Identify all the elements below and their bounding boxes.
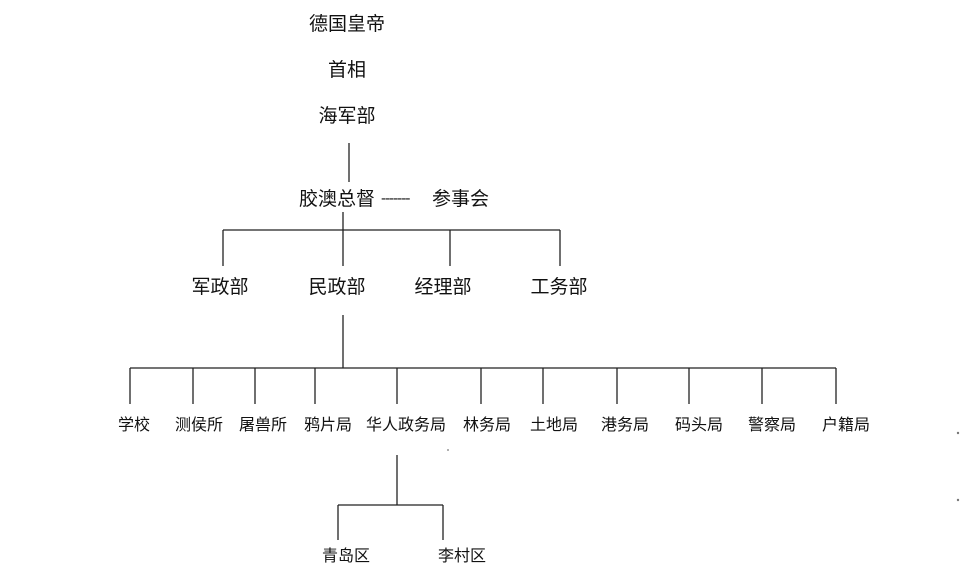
node-public-works: 工务部 bbox=[530, 276, 587, 298]
node-opium-bureau: 鸦片局 bbox=[304, 415, 352, 434]
node-military-admin: 军政部 bbox=[191, 276, 248, 298]
node-harbor: 港务局 bbox=[601, 415, 649, 434]
node-finance: 经理部 bbox=[414, 276, 471, 298]
node-land: 土地局 bbox=[530, 415, 578, 434]
node-wharf: 码头局 bbox=[675, 415, 723, 434]
node-qingdao-district: 青岛区 bbox=[322, 546, 370, 565]
node-governor: 胶澳总督 bbox=[299, 188, 375, 210]
node-slaughterhouse: 屠兽所 bbox=[239, 415, 287, 434]
node-licun-district: 李村区 bbox=[438, 546, 486, 565]
node-chinese-affairs: 华人政务局 bbox=[366, 415, 446, 434]
node-council: 参事会 bbox=[432, 188, 489, 210]
scan-speck bbox=[956, 431, 960, 435]
scan-speck bbox=[956, 498, 960, 502]
node-police: 警察局 bbox=[748, 415, 796, 434]
node-civil-admin: 民政部 bbox=[308, 276, 365, 298]
node-chancellor: 首相 bbox=[328, 59, 366, 81]
node-observatory: 测侯所 bbox=[175, 415, 223, 434]
node-registry: 户籍局 bbox=[822, 415, 870, 434]
node-navy-ministry: 海军部 bbox=[318, 105, 375, 127]
governor-council-link: ------- bbox=[381, 189, 410, 207]
scan-speck bbox=[447, 449, 449, 451]
node-emperor: 德国皇帝 bbox=[309, 13, 385, 35]
node-forestry: 林务局 bbox=[463, 415, 511, 434]
node-school: 学校 bbox=[118, 415, 150, 434]
